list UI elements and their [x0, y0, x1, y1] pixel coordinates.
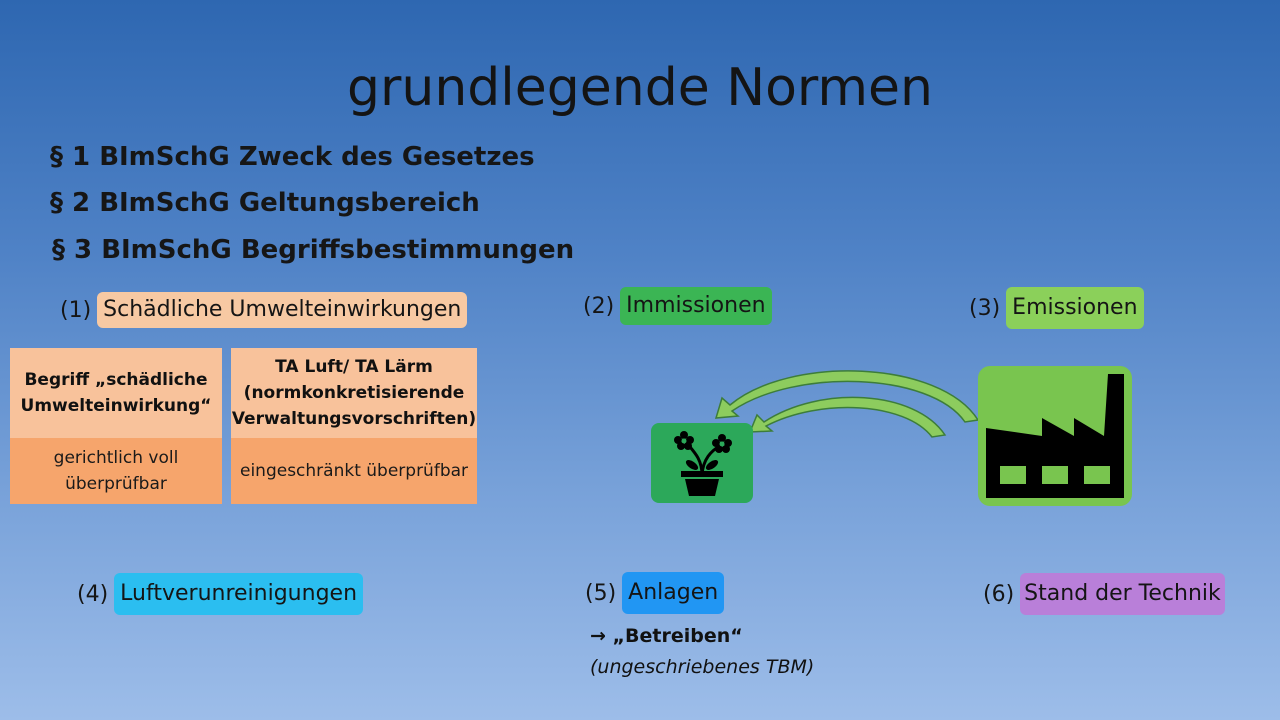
curved-arrow-icon — [714, 370, 980, 438]
norm-2: § 2 BImSchG Geltungsbereich — [50, 188, 480, 218]
box-ta-luft-note: eingeschränkt überprüfbar — [231, 438, 477, 504]
term-4: (4) Luftverunreinigungen — [77, 573, 364, 615]
term-label-schaedliche-umwelteinwirkungen: Schädliche Umwelteinwirkungen — [97, 292, 468, 328]
term-number: (2) — [583, 293, 615, 319]
term-label-stand-der-technik: Stand der Technik — [1020, 573, 1225, 615]
box-begriff-heading: Begriff „schädliche Umwelteinwirkung“ — [10, 348, 222, 438]
term-5: (5) Anlagen — [585, 572, 725, 614]
box-ta-luft-heading: TA Luft/ TA Lärm (normkonkretisierende V… — [231, 348, 477, 438]
term-label-immissionen: Immissionen — [620, 287, 772, 325]
term-number: (4) — [77, 581, 109, 607]
term-number: (1) — [60, 297, 92, 323]
box-begriff-note: gerichtlich voll überprüfbar — [10, 438, 222, 504]
term-1: (1) Schädliche Umwelteinwirkungen — [60, 292, 468, 328]
term-6: (6) Stand der Technik — [983, 573, 1225, 615]
betreiben-note: → „Betreiben“ — [590, 625, 743, 647]
term-number: (5) — [585, 580, 617, 606]
norm-3: § 3 BImSchG Begriffsbestimmungen — [52, 235, 575, 265]
term-label-luftverunreinigungen: Luftverunreinigungen — [114, 573, 364, 615]
term-label-anlagen: Anlagen — [622, 572, 725, 614]
term-3: (3) Emissionen — [969, 287, 1144, 329]
potted-plant-icon — [651, 423, 753, 503]
term-number: (3) — [969, 295, 1001, 321]
box-begriff: Begriff „schädliche Umwelteinwirkung“ ge… — [10, 348, 222, 504]
box-ta-luft: TA Luft/ TA Lärm (normkonkretisierende V… — [231, 348, 477, 504]
norm-1: § 1 BImSchG Zweck des Gesetzes — [50, 142, 535, 172]
slide-title: grundlegende Normen — [346, 58, 933, 118]
term-label-emissionen: Emissionen — [1006, 287, 1144, 329]
term-number: (6) — [983, 581, 1015, 607]
factory-icon — [978, 366, 1132, 506]
tbm-note: (ungeschriebenes TBM) — [590, 656, 815, 678]
term-2: (2) Immissionen — [583, 287, 772, 325]
